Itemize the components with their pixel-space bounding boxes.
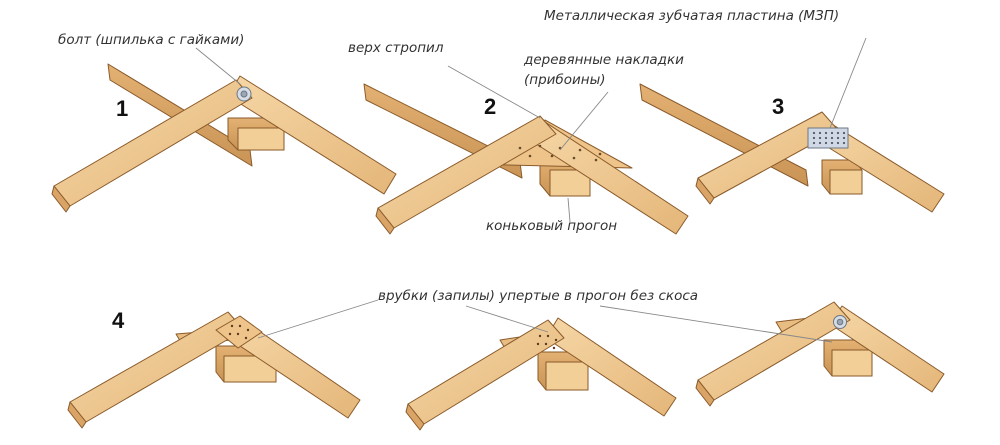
joint-3-metal-plate: [639, 83, 945, 213]
nail-dots: [518, 144, 602, 162]
bolt-icon: [236, 86, 252, 102]
joint-number-2: 2: [484, 94, 496, 119]
label-ridge-purlin: коньковый прогон: [486, 218, 617, 234]
label-wood-pads: деревянные накладки: [523, 52, 684, 68]
nail-dots: [228, 324, 250, 340]
joint-2-left-rafter: [377, 115, 557, 229]
nail-dots: [536, 334, 558, 350]
joint-number-3: 3: [772, 94, 784, 119]
joint-4a-notched-nailed: [67, 311, 361, 429]
label-metal-plate: Металлическая зубчатая пластина (МЗП): [544, 8, 839, 24]
metal-tooth-plate-icon: [807, 127, 849, 149]
label-rafter-top: верх стропил: [348, 40, 444, 56]
joint-4b-notched-plate: [405, 317, 677, 431]
joint-4c-notched-bolted: [695, 301, 945, 407]
joint-number-1: 1: [116, 96, 128, 121]
bolt-icon: [833, 315, 847, 329]
joint-1-bolted: [51, 63, 397, 213]
label-bolt: болт (шпилька с гайками): [58, 32, 244, 48]
leader-lines: [195, 37, 867, 343]
joint-2-wooden-pads: [363, 83, 689, 235]
label-notches: врубки (запилы) упертые в прогон без ско…: [378, 288, 698, 304]
joint-number-4: 4: [112, 308, 125, 333]
label-wood-pads-2: (прибоины): [524, 72, 606, 88]
